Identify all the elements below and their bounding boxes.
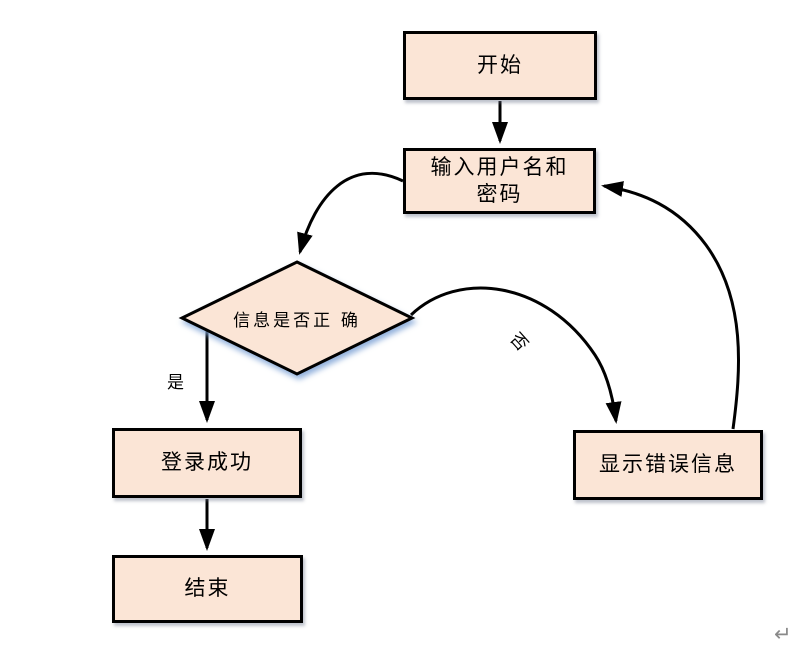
edge-input-to-decision [297,171,404,255]
node-start: 开始 [403,31,597,100]
node-input-credentials-label: 输入用户名和密码 [430,155,569,206]
decision-diamond-shape [178,260,416,376]
edge-decision-to-error [409,286,622,424]
node-show-error: 显示错误信息 [573,430,763,500]
node-end-label: 结束 [184,577,231,601]
node-login-success: 登录成功 [112,428,302,498]
edge-error-to-input [601,181,740,430]
node-end: 结束 [112,555,303,623]
node-decision-label: 信息是否正 确 [233,311,361,330]
paragraph-return-mark: ↵ [774,623,792,646]
edge-label-yes: 是 [167,373,184,392]
node-input-credentials: 输入用户名和密码 [403,148,596,214]
node-login-success-label: 登录成功 [161,451,253,475]
node-show-error-label: 显示错误信息 [599,453,737,477]
node-start-label: 开始 [477,53,523,77]
